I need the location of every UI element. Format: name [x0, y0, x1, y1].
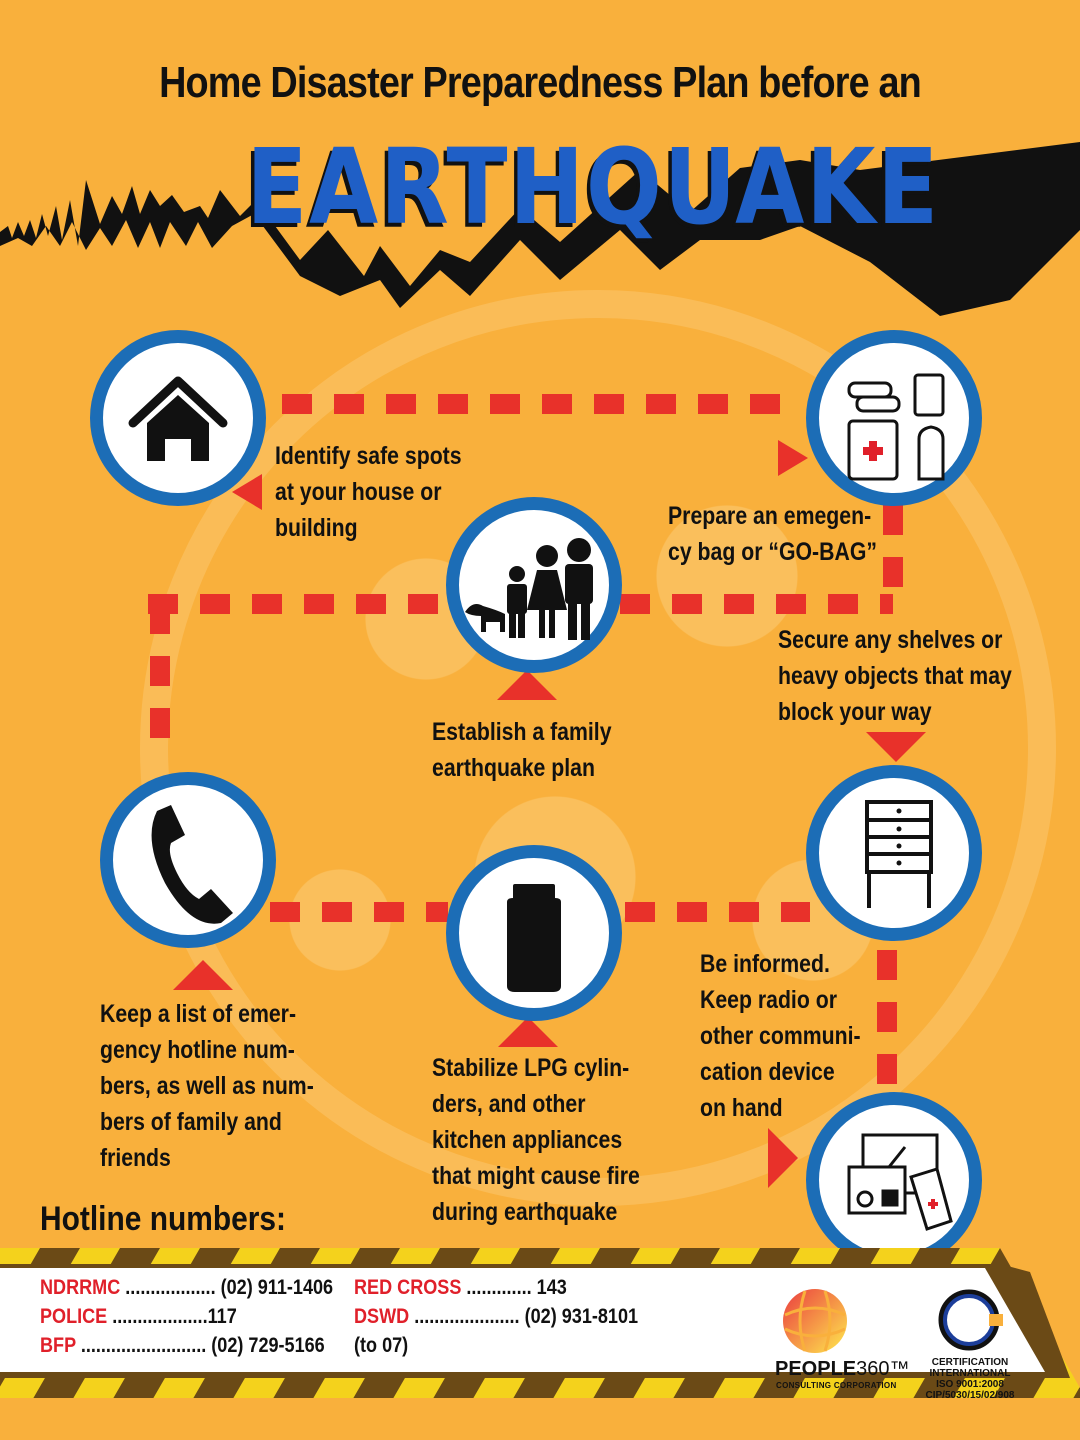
arrow-right [768, 1128, 798, 1188]
step-hotline-list-text: Keep a list of emer- gency hotline num- … [100, 1000, 314, 1172]
arrow-down [866, 732, 926, 762]
shelves-icon [806, 765, 982, 941]
people360-subtitle: CONSULTING CORPORATION [776, 1381, 897, 1390]
step-safe-spots-text: Identify safe spots at your house or bui… [275, 442, 462, 542]
house-icon [90, 330, 266, 506]
hotline-police: POLICE ...................117 [40, 1305, 237, 1328]
hotline-dswd: DSWD ..................... (02) 931-8101 [354, 1305, 639, 1328]
seismograph-crack [0, 142, 1080, 316]
hotline-dswd-extension: (to 07) [354, 1334, 409, 1357]
step-family-plan-text: Establish a family earthquake plan [432, 718, 612, 782]
arrow-up [497, 670, 557, 700]
arrow-left [232, 474, 262, 510]
hotline-red-cross: RED CROSS ............. 143 [354, 1276, 567, 1299]
phone-icon [100, 772, 276, 948]
family-icon [446, 497, 622, 673]
lpg-cylinder-icon [446, 845, 622, 1021]
people360-wordmark: PEOPLE360™ [775, 1358, 910, 1380]
certification-ring-logo [938, 1289, 1003, 1351]
step-be-informed-text: Be informed. Keep radio or other communi… [700, 950, 861, 1122]
arrow-right [778, 440, 808, 476]
step-lpg-text: Stabilize LPG cylin- ders, and other kit… [432, 1054, 640, 1226]
certification-text: CERTIFICATION INTERNATIONAL ISO 9001:200… [925, 1357, 1015, 1401]
people360-globe-logo [783, 1289, 847, 1353]
step-secure-shelves-text: Secure any shelves or heavy objects that… [778, 626, 1012, 726]
hotline-bfp: BFP ......................... (02) 729-5… [40, 1334, 325, 1357]
arrow-up [173, 960, 233, 990]
emergency-kit-icon [806, 330, 982, 506]
hotline-title: Hotline numbers: [40, 1200, 287, 1238]
page-title: Home Disaster Preparedness Plan before a… [159, 58, 922, 107]
step-go-bag-text: Prepare an emegen- cy bag or “GO-BAG” [668, 502, 877, 566]
hotline-ndrrmc: NDRRMC .................. (02) 911-1406 [40, 1276, 334, 1299]
arrow-up [498, 1017, 558, 1047]
